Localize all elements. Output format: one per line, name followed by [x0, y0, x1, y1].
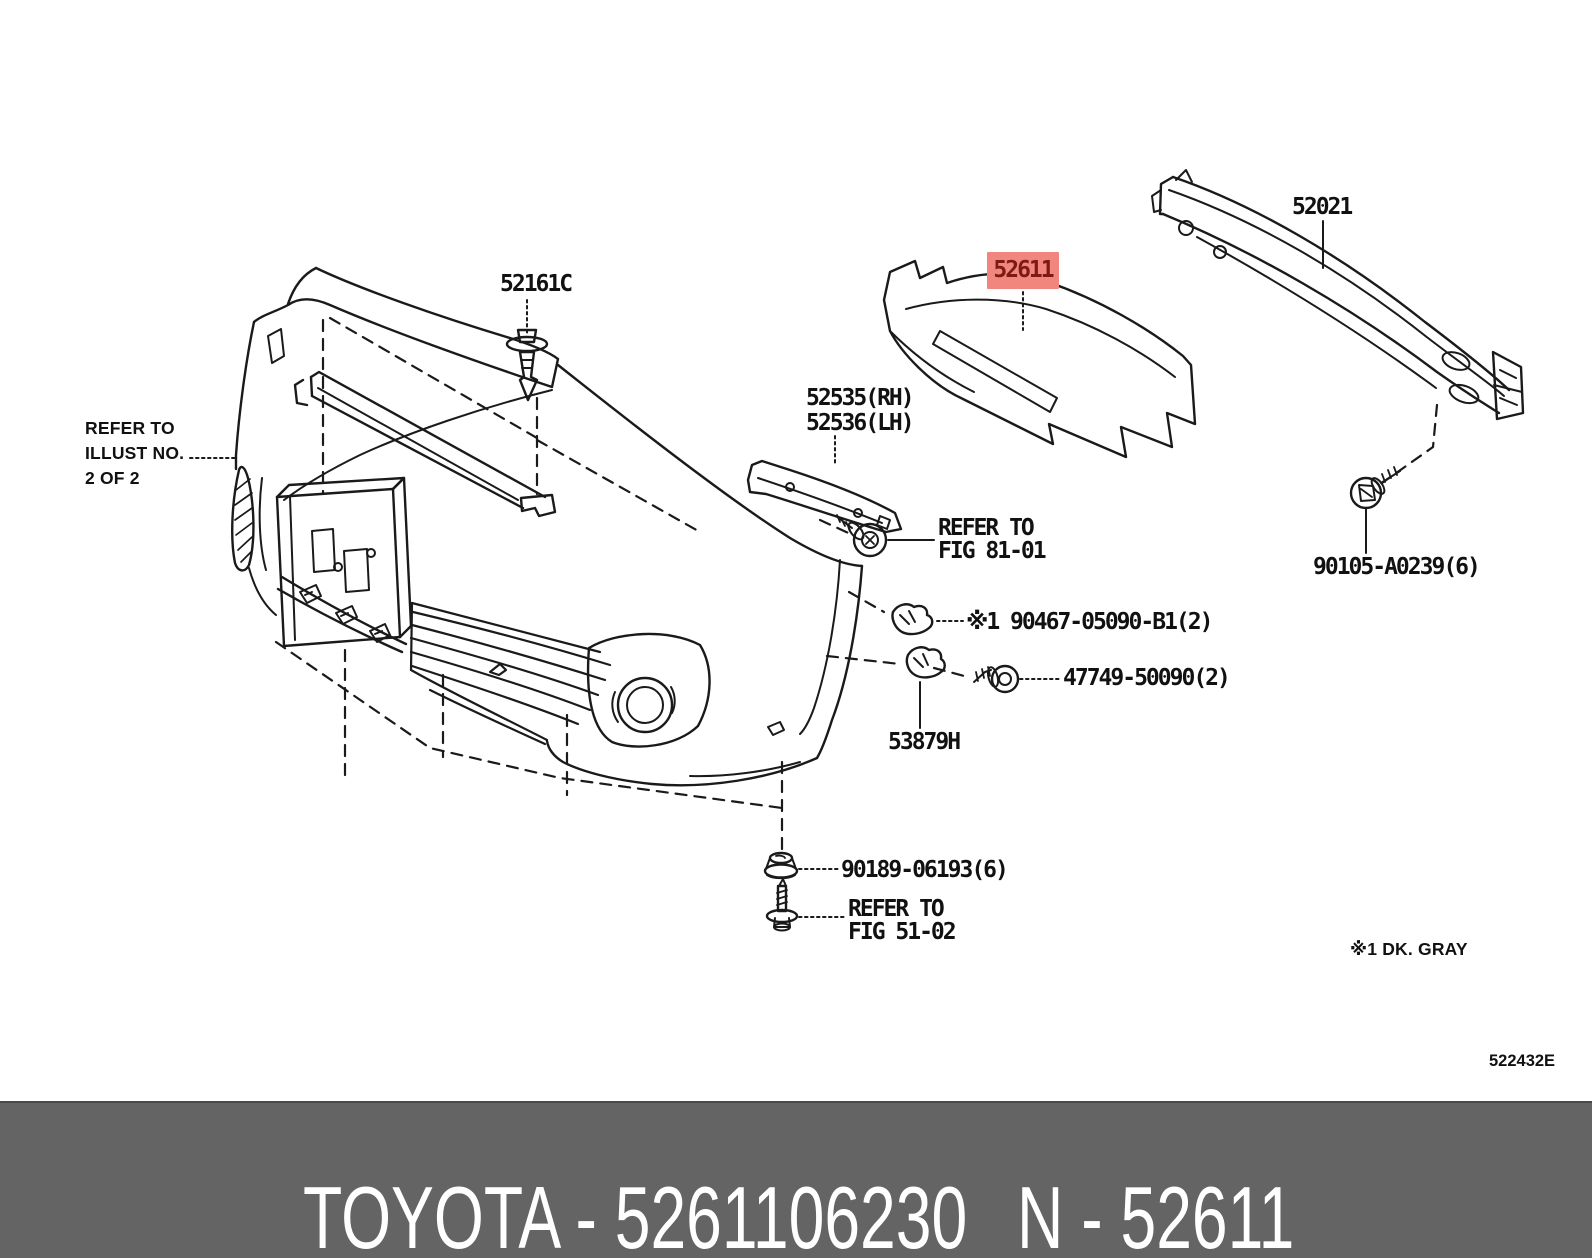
footer-bar	[0, 1101, 1592, 1258]
note-refer-illust: REFER TO ILLUST NO. 2 OF 2	[85, 416, 184, 491]
nut-90189-icon	[763, 851, 799, 880]
fog-lamp-circle	[616, 676, 674, 734]
clip-53879h-icon	[905, 646, 946, 679]
note-line: REFER TO	[848, 896, 945, 922]
note-line: ILLUST NO.	[85, 443, 185, 463]
part-label-90467[interactable]: ※1 90467-05090-B1(2)	[966, 609, 1213, 635]
part-label-52161c[interactable]: 52161C	[500, 271, 573, 297]
note-refer-fig51: REFER TO FIG 51-02	[848, 896, 957, 945]
part-label-53879h[interactable]: 53879H	[888, 729, 961, 755]
fog-lamp	[586, 632, 711, 748]
part-label-90189[interactable]: 90189-06193(6)	[841, 857, 1009, 883]
bolt-90105-icon	[1349, 466, 1401, 510]
bumper-cover-drawing	[231, 266, 864, 787]
note-line: FIG 81-01	[938, 538, 1047, 564]
note-line: FIG 51-02	[848, 919, 957, 945]
note-line: 2 OF 2	[85, 468, 140, 488]
color-note: ※1 DK. GRAY	[1350, 939, 1468, 959]
clip-90467-icon	[891, 603, 934, 636]
note-line: REFER TO	[85, 418, 175, 438]
note-line: REFER TO	[938, 515, 1035, 541]
lower-grille	[409, 601, 612, 746]
footer-part-number-short: N - 52611	[1017, 1168, 1295, 1258]
screw-fig81-icon	[835, 514, 888, 558]
bumper-side-support-drawing	[746, 459, 903, 534]
energy-absorber-drawing	[882, 259, 1197, 459]
part-label-52536-lh[interactable]: 52536(LH)	[806, 410, 915, 436]
screw-fig51-icon	[765, 878, 799, 932]
clip-teeth	[299, 584, 391, 643]
part-label-52535-rh[interactable]: 52535(RH)	[806, 385, 915, 411]
part-label-47749[interactable]: 47749-50090(2)	[1063, 665, 1231, 691]
clip-52161c-icon	[505, 328, 549, 402]
leader-lines	[189, 220, 1367, 918]
bumper-reinforcement-drawing	[1151, 169, 1525, 421]
part-label-52611-highlighted[interactable]: 52611	[987, 252, 1059, 289]
part-label-90105[interactable]: 90105-A0239(6)	[1313, 554, 1481, 580]
vent-hatch-lines	[234, 478, 253, 563]
footer-part-number-full: TOYOTA - 5261106230	[303, 1168, 968, 1258]
part-label-52535-52536[interactable]: 52535(RH) 52536(LH)	[806, 385, 915, 436]
part-label-52611-text: 52611	[993, 257, 1054, 283]
bolt-47749-icon	[973, 664, 1020, 694]
diagram-code: 522432E	[1489, 1052, 1556, 1070]
license-plate-bracket	[275, 476, 413, 648]
projection-dashed-lines	[274, 316, 1439, 853]
part-label-52021[interactable]: 52021	[1292, 194, 1353, 220]
note-refer-fig81: REFER TO FIG 81-01	[938, 515, 1047, 564]
